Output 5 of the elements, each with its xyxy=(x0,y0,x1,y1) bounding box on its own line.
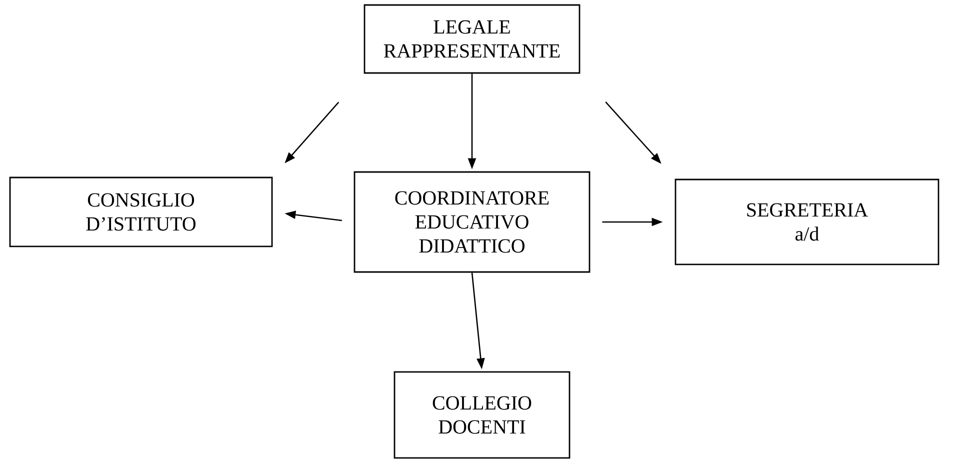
org-box: COLLEGIO DOCENTI xyxy=(394,371,570,459)
org-box: SEGRETERIA a/d xyxy=(674,178,940,266)
org-box: COORDINATORE EDUCATIVO DIDATTICO xyxy=(354,171,590,273)
org-box: LEGALE RAPPRESENTANTE xyxy=(364,4,580,74)
org-box: CONSIGLIO D’ISTITUTO xyxy=(9,176,273,248)
